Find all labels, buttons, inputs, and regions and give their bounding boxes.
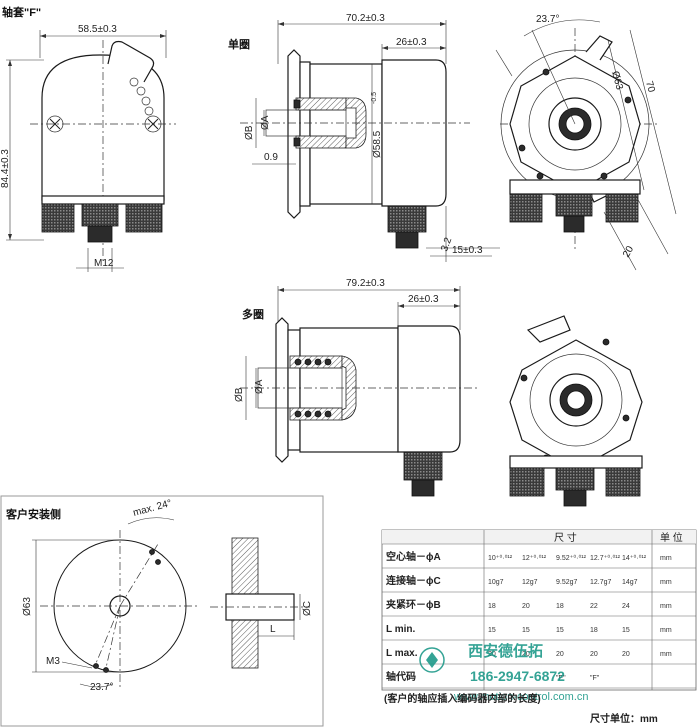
table-cell-v4: 12.7g7: [590, 579, 612, 586]
table-cell-v5: 14⁺⁰·⁰¹²: [622, 554, 647, 562]
bearing-balls-bottom: [294, 410, 332, 418]
table-cell-name: 连接轴－ϕC: [386, 574, 441, 587]
table-cell-v3: 15: [556, 627, 564, 634]
rear-angle-dim: 23.7°: [536, 14, 559, 25]
table-cell-v3: 9.52g7: [556, 579, 578, 586]
dimension-table: 尺 寸 单 位 空心轴－ϕA 10⁺⁰·⁰¹² 12⁺⁰·⁰¹² 9.52⁺⁰·⁰¹²…: [381, 529, 697, 691]
cable-gland-right: [125, 203, 163, 233]
front-height-dim: 84.4±0.3: [0, 149, 11, 188]
table-cell-v2: 20: [522, 651, 530, 658]
table-cell-v4: 12.7⁺⁰·⁰¹²: [590, 554, 621, 562]
table-cell-v1: 15: [488, 627, 496, 634]
multi-body-dim: 26±0.3: [408, 294, 439, 305]
table-cell-v5: 15: [622, 627, 630, 634]
table-cell-v2: 12⁺⁰·⁰¹²: [522, 554, 547, 562]
table-cell-v4: 18: [590, 627, 598, 634]
single-dia-tol: -0.5: [371, 92, 378, 104]
table-cell-v1: 10⁺⁰·⁰¹²: [488, 554, 513, 562]
table-cell-unit: mm: [660, 627, 672, 634]
table-cell-v3: "E": [556, 675, 566, 682]
table-cell-v2: 12g7: [522, 579, 538, 586]
front-view-encoder: 轴套"F" 58.5±0.3 84.4±0.3: [0, 5, 176, 272]
dia-a-dim: ØA: [260, 115, 271, 130]
single-cover: [381, 59, 447, 207]
table-header-size: 尺 寸: [554, 531, 577, 544]
bearing-balls-top: [294, 358, 332, 366]
single-flange: [287, 49, 301, 219]
multi-length-dim: 79.2±0.3: [346, 278, 385, 289]
single-body-dim: 26±0.3: [396, 37, 427, 48]
table-cell-v5: 14g7: [622, 579, 638, 586]
multi-turn-rear-view: [509, 315, 643, 507]
table-cell-v3: 9.52⁺⁰·⁰¹²: [556, 554, 587, 562]
connector-m12: [81, 203, 119, 227]
rear-screw: [542, 68, 550, 76]
table-cell-v3: 20: [556, 651, 564, 658]
shaft-sleeve-label: 轴套"F": [2, 5, 41, 19]
dia-b-dim: ØB: [244, 125, 255, 140]
multi-dia-a-dim: ØA: [254, 379, 265, 394]
bottom-caption: (客户的轴应插入编码器内部的长度): [384, 692, 541, 705]
table-cell-name: L min.: [386, 624, 415, 635]
rear-width-20-dim: 20: [621, 244, 636, 260]
table-cell-unit: mm: [660, 603, 672, 610]
table-cell-name: 轴代码: [386, 670, 416, 683]
table-cell-name: 夹紧环－ϕB: [386, 598, 441, 611]
single-ring-label: 单圈: [228, 37, 250, 51]
led-indicators: [129, 77, 154, 116]
table-cell-v1: 20: [488, 651, 496, 658]
shaft-c-dim: ØC: [302, 601, 313, 616]
table-cell-v5: 24: [622, 603, 630, 610]
table-cell-v4: "F": [590, 675, 600, 682]
rear-view-encoder: 23.7° 3.2 Ø63 70 20: [439, 14, 677, 271]
table-cell-name: L max.: [386, 648, 418, 659]
table-cell-v4: 22: [590, 603, 598, 610]
table-cell-v1: 10g7: [488, 579, 504, 586]
table-cell-v1: 18: [488, 603, 496, 610]
table-cell-unit: mm: [660, 555, 672, 562]
rear-pcd-dim: Ø63: [609, 70, 625, 92]
watermark-site: www.motion-control.com.cn: [453, 691, 589, 703]
single-turn-side-view: 单圈 70.2±0.3 26±0.3 ØB ØA 0.9 Ø5: [228, 13, 500, 262]
table-cell-v5: 20: [622, 651, 630, 658]
multi-clamp-bracket: [526, 315, 571, 343]
front-clamp-bracket: [107, 40, 155, 83]
single-dia-dim: Ø58.5: [372, 130, 383, 158]
max-angle-dim: max. 24°: [132, 498, 173, 519]
watermark: 西安德伍拓 186-2947-6872 www.motion-control.c…: [419, 642, 589, 703]
cable-gland-left: [41, 203, 75, 233]
table-cell-v2: 15: [522, 627, 530, 634]
customer-side-panel: [0, 495, 324, 727]
single-length-dim: 70.2±0.3: [346, 13, 385, 24]
customer-side-label: 客户安装侧: [5, 507, 61, 521]
multi-turn-side-view: 多圈 79.2±0.3 26±0.3 ØB ØA: [234, 278, 480, 497]
rear-width-70-dim: 70: [643, 80, 657, 94]
mount-angle-dim: 23.7°: [90, 682, 113, 693]
front-width-dim: 58.5±0.3: [78, 24, 117, 35]
table-cell-unit: mm: [660, 579, 672, 586]
rear-clamp-bracket: [585, 35, 613, 61]
mount-dia-dim: Ø63: [22, 597, 33, 616]
table-header-unit: 单 位: [660, 531, 683, 544]
unit-footer: 尺寸单位：mm: [590, 712, 658, 725]
m12-dim: M12: [94, 258, 114, 269]
connector-length-dim: 15±0.3: [452, 245, 483, 256]
multi-dia-b-dim: ØB: [234, 387, 245, 402]
table-cell-name: 空心轴－ϕA: [386, 550, 441, 563]
table-cell-unit: mm: [660, 651, 672, 658]
table-cell-v2: 20: [522, 603, 530, 610]
shaft-l-dim: L: [270, 624, 276, 635]
multi-ring-label: 多圈: [242, 307, 264, 321]
customer-mounting-view: 客户安装侧 max. 24° Ø63 M3 23.7° ØC L: [5, 498, 313, 693]
table-cell-v3: 18: [556, 603, 564, 610]
table-cell-v4: 20: [590, 651, 598, 658]
rear-angle-offset-dim: 3.2: [439, 236, 454, 253]
thread-dim: M3: [46, 656, 60, 667]
watermark-phone: 186-2947-6872: [470, 668, 565, 684]
watermark-logo-icon: [419, 647, 445, 673]
watermark-company: 西安德伍拓: [468, 642, 543, 660]
offset-dim: 0.9: [264, 152, 278, 163]
